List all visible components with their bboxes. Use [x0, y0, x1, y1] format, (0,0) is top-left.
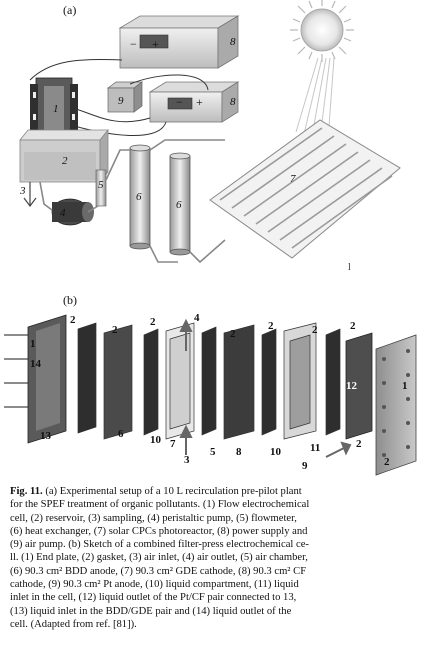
caption-line-9: inlet in the cell, (12) liquid outlet of… — [10, 592, 297, 604]
callout-a-3: 3 — [19, 185, 26, 197]
callout-a-6-right: 6 — [176, 199, 182, 211]
meter-minus-bottom: − — [176, 95, 183, 109]
power-supply-bottom — [148, 81, 240, 123]
flowmeter — [95, 169, 107, 207]
caption-line-6: ll. (1) End plate, (2) gasket, (3) air i… — [10, 552, 308, 564]
callout-a-8-top: 8 — [230, 36, 236, 48]
caption-line-1-text: (a) Experimental setup of a 10 L recircu… — [42, 486, 302, 497]
callout-b-3: 3 — [184, 454, 190, 466]
callout-b-2-h: 2 — [384, 456, 390, 468]
right-end-plate — [345, 332, 417, 476]
callout-a-4: 4 — [60, 207, 66, 219]
power-supply-top — [118, 15, 240, 69]
air-pump — [106, 81, 144, 113]
callout-b-6: 6 — [118, 428, 124, 440]
callout-b-2-b: 2 — [112, 324, 118, 336]
caption-line-11: cell. (Adapted from ref. [81]). — [10, 618, 137, 630]
heat-exchanger-1 — [129, 144, 151, 250]
callout-b-2-a: 2 — [70, 314, 76, 326]
meter-plus-top: + — [152, 37, 159, 51]
callout-a-8-bottom: 8 — [230, 96, 236, 108]
corner-mark: l — [348, 262, 351, 273]
caption-line-8: cathode, (9) 90.3 cm² Pt anode, (10) liq… — [10, 579, 299, 591]
callout-b-8: 8 — [236, 446, 242, 458]
callout-a-7: 7 — [290, 173, 296, 185]
caption-line-5: (9) air pump. (b) Sketch of a combined f… — [10, 539, 309, 551]
callout-b-2-d: 2 — [230, 328, 236, 340]
callout-b-13: 13 — [40, 430, 52, 442]
flow-arrows — [179, 318, 352, 458]
callout-b-2-i: 2 — [356, 438, 362, 450]
callout-b-2-e: 2 — [268, 320, 274, 332]
callout-b-2-c: 2 — [150, 316, 156, 328]
meter-plus-bottom: + — [196, 95, 203, 109]
meter-minus-top: − — [130, 37, 137, 51]
callout-a-2: 2 — [62, 155, 68, 167]
sun-icon — [290, 0, 354, 62]
peristaltic-pump — [51, 198, 94, 226]
callout-b-4: 4 — [194, 312, 200, 324]
panel-b-label: (b) — [63, 293, 77, 307]
heat-exchanger-2 — [169, 152, 191, 256]
piping — [39, 139, 226, 264]
callout-b-12: 12 — [346, 380, 358, 392]
callouts-a: 1 2 3 4 5 6 6 7 8 8 9 — [19, 36, 296, 219]
callout-b-10-right: 10 — [270, 446, 282, 458]
caption-line-4: (6) heat exchanger, (7) solar CPCs photo… — [10, 525, 308, 537]
panel-a-label: (a) — [63, 3, 77, 17]
callout-b-1-left: 1 — [30, 338, 36, 350]
callout-a-9: 9 — [118, 95, 124, 107]
callouts-b: 1 14 13 2 2 2 2 2 2 2 2 3 4 5 6 7 8 9 10… — [30, 312, 408, 472]
callout-b-5: 5 — [210, 446, 216, 458]
figure-a-drawing: 1 2 3 4 5 6 6 7 8 8 9 − + − + l — [19, 0, 401, 273]
caption-line-3: cell, (2) reservoir, (3) sampling, (4) p… — [10, 512, 297, 524]
callout-b-10-left: 10 — [150, 434, 162, 446]
callout-a-1: 1 — [53, 103, 59, 115]
caption-line-7: (6) 90.3 cm² BDD anode, (7) 90.3 cm² GDE… — [10, 565, 307, 577]
callout-b-7: 7 — [170, 438, 176, 450]
callout-b-1-right: 1 — [402, 380, 408, 392]
caption-line-10: (13) liquid inlet in the BDD/GDE pair an… — [10, 605, 292, 617]
caption-line-2: for the SPEF treatment of organic pollut… — [10, 499, 310, 511]
callout-b-9: 9 — [302, 460, 308, 472]
callout-a-6-left: 6 — [136, 191, 142, 203]
callout-b-2-f: 2 — [312, 324, 318, 336]
figure-b-filter-press: 1 14 13 2 2 2 2 2 2 2 2 3 4 5 6 7 8 9 10… — [0, 305, 421, 477]
flow-electrochemical-cell — [30, 77, 78, 139]
sampling-valve — [23, 182, 37, 207]
figure-caption: Fig. 11. (a) Experimental setup of a 10 … — [10, 485, 412, 631]
figure-a-setup: 1 2 3 4 5 6 6 7 8 8 9 − + − + l — [0, 0, 421, 285]
figure-label: Fig. 11. — [10, 486, 43, 497]
callout-b-14: 14 — [30, 358, 42, 370]
left-end-plate — [4, 314, 67, 444]
reservoir — [19, 128, 109, 184]
callout-a-5: 5 — [98, 179, 104, 191]
caption-line-1: Fig. 11. (a) Experimental setup of a 10 … — [10, 485, 412, 498]
meter-symbols: − + − + — [130, 37, 203, 109]
callout-b-11: 11 — [310, 442, 320, 454]
figure-b-drawing: 1 14 13 2 2 2 2 2 2 2 2 3 4 5 6 7 8 9 10… — [4, 312, 417, 476]
solar-cpc-photoreactor — [209, 119, 401, 259]
callout-b-2-g: 2 — [350, 320, 356, 332]
stack-plates — [77, 322, 341, 440]
